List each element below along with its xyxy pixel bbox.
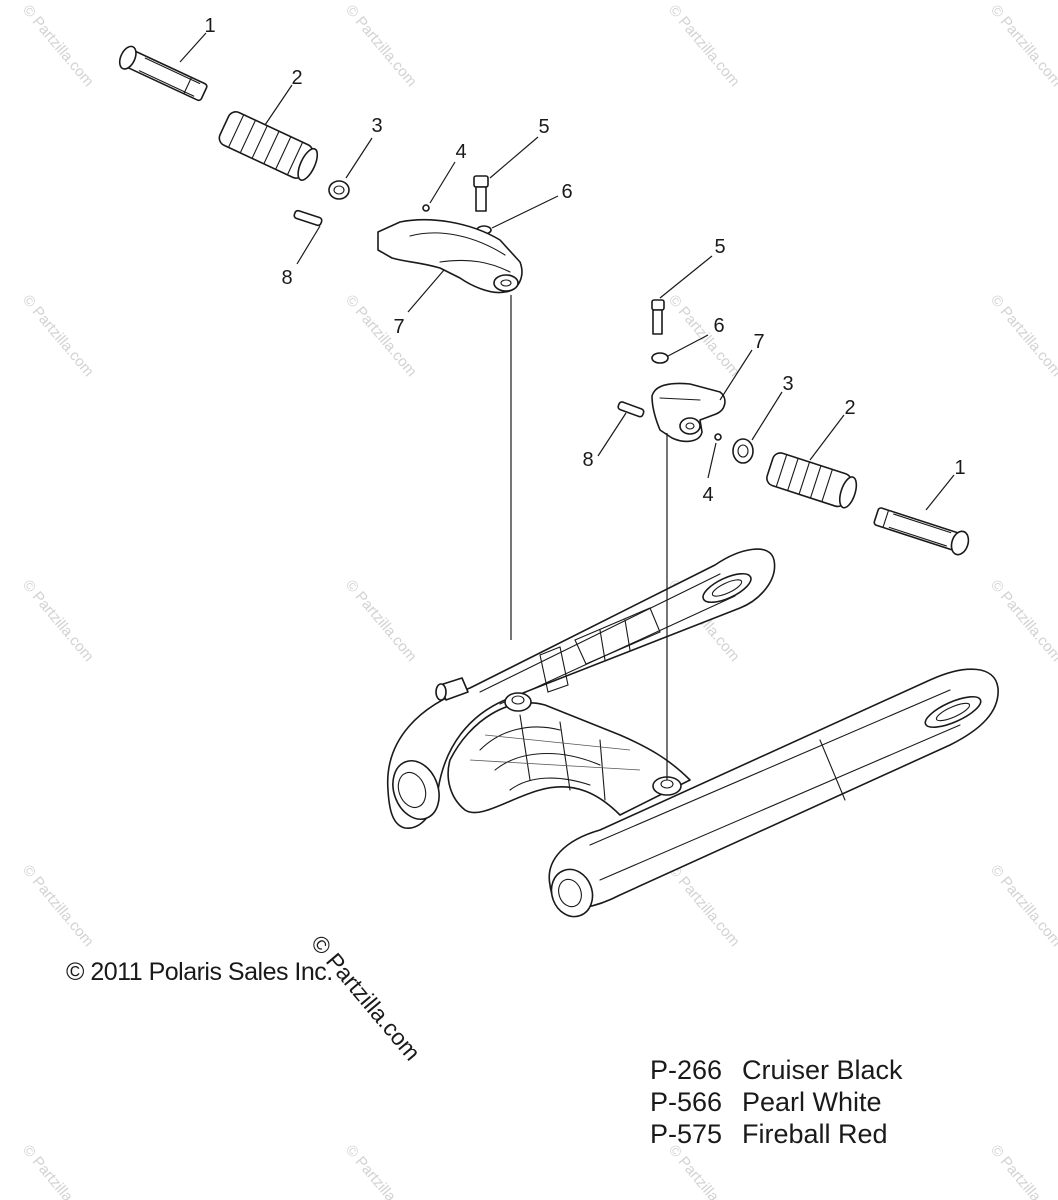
left-footpeg-assembly — [118, 45, 523, 640]
watermark-tile: © Partzilla.com — [665, 862, 743, 950]
right-footpeg-assembly — [617, 299, 970, 780]
callout-1-left: 1 — [204, 15, 215, 37]
callout-5-left: 5 — [538, 116, 549, 138]
copyright-notice: © 2011 Polaris Sales Inc. — [66, 958, 333, 986]
callout-6-right: 6 — [713, 315, 724, 337]
clevis-pin-right — [617, 401, 645, 418]
washer-right — [732, 438, 754, 464]
callout-7-left: 7 — [393, 316, 404, 338]
bolt-left — [473, 175, 489, 212]
callout-3-left: 3 — [371, 115, 382, 137]
footpeg-bracket-left — [377, 218, 523, 294]
cotter-left — [422, 204, 430, 212]
callout-2-left: 2 — [291, 67, 302, 89]
callout-5-right: 5 — [714, 236, 725, 258]
callout-4-right: 4 — [702, 484, 713, 506]
clevis-pin-left — [293, 209, 323, 227]
color-code: P-566 — [650, 1087, 723, 1117]
footpeg-pin-right — [873, 507, 970, 556]
callouts-left: 1 2 3 4 5 6 7 8 — [179, 15, 573, 338]
color-code-row: P-566 Pearl White — [650, 1086, 903, 1118]
callout-8-right: 8 — [582, 449, 593, 471]
callout-6-left: 6 — [561, 181, 572, 203]
watermark-tile: © Partzilla.com — [342, 292, 420, 380]
callout-2-right: 2 — [844, 397, 855, 419]
watermark-tile: © Partzilla.com — [987, 292, 1058, 380]
footpeg-bracket-right — [651, 382, 726, 443]
footpeg-pin-left — [118, 45, 208, 102]
small-washer-right — [651, 352, 669, 364]
watermark-tile: © Partzilla.com — [987, 2, 1058, 90]
color-code: P-575 — [650, 1119, 723, 1149]
upper-arm-slot — [702, 572, 752, 604]
color-code-row: P-266 Cruiser Black — [650, 1054, 903, 1086]
cotter-right — [714, 433, 722, 441]
color-code-row: P-575 Fireball Red — [650, 1118, 903, 1150]
watermark-tile: © Partzilla.com — [665, 292, 743, 380]
callout-7-right: 7 — [753, 331, 764, 353]
watermark-tile: © Partzilla.com — [19, 1142, 97, 1200]
watermark-tile: © Partzilla.com — [987, 862, 1058, 950]
callout-3-right: 3 — [782, 373, 793, 395]
callout-8-left: 8 — [281, 267, 292, 289]
watermark-tile: © Partzilla.com — [19, 2, 97, 90]
color-code: P-266 — [650, 1055, 723, 1085]
callouts-right: 5 6 7 3 2 1 8 4 — [582, 236, 966, 511]
footpeg-rubber-left — [218, 111, 319, 181]
color-name: Pearl White — [742, 1087, 882, 1117]
watermark-tile: © Partzilla.com — [19, 862, 97, 950]
swingarm — [386, 548, 999, 918]
watermark-tile: © Partzilla.com — [987, 577, 1058, 665]
watermark-tile: © Partzilla.com — [987, 1142, 1058, 1200]
watermark-tile: © Partzilla.com — [665, 2, 743, 90]
callout-1-right: 1 — [954, 457, 965, 479]
shock-mount — [504, 692, 532, 712]
footpeg-rubber-right — [766, 452, 858, 509]
upper-arm-end — [392, 760, 440, 820]
lower-arm-slot — [924, 695, 982, 729]
watermark-tile: © Partzilla.com — [342, 577, 420, 665]
color-name: Cruiser Black — [742, 1055, 903, 1085]
lower-arm-end — [550, 868, 594, 918]
color-code-list: P-266 Cruiser Black P-566 Pearl White P-57… — [650, 1054, 903, 1150]
callout-4-left: 4 — [455, 141, 466, 163]
swingarm-crossmember — [447, 702, 691, 816]
watermark-tile: © Partzilla.com — [342, 1142, 420, 1200]
watermark-tiles: © Partzilla.com © Partzilla.com © Partzi… — [19, 2, 1058, 1200]
watermark-tile: © Partzilla.com — [665, 1142, 743, 1200]
washer-left — [328, 180, 350, 200]
bolt-right — [651, 299, 665, 335]
watermark-tile: © Partzilla.com — [342, 2, 420, 90]
watermark-tile: © Partzilla.com — [19, 292, 97, 380]
watermark-tile: © Partzilla.com — [19, 577, 97, 665]
color-name: Fireball Red — [742, 1119, 888, 1149]
